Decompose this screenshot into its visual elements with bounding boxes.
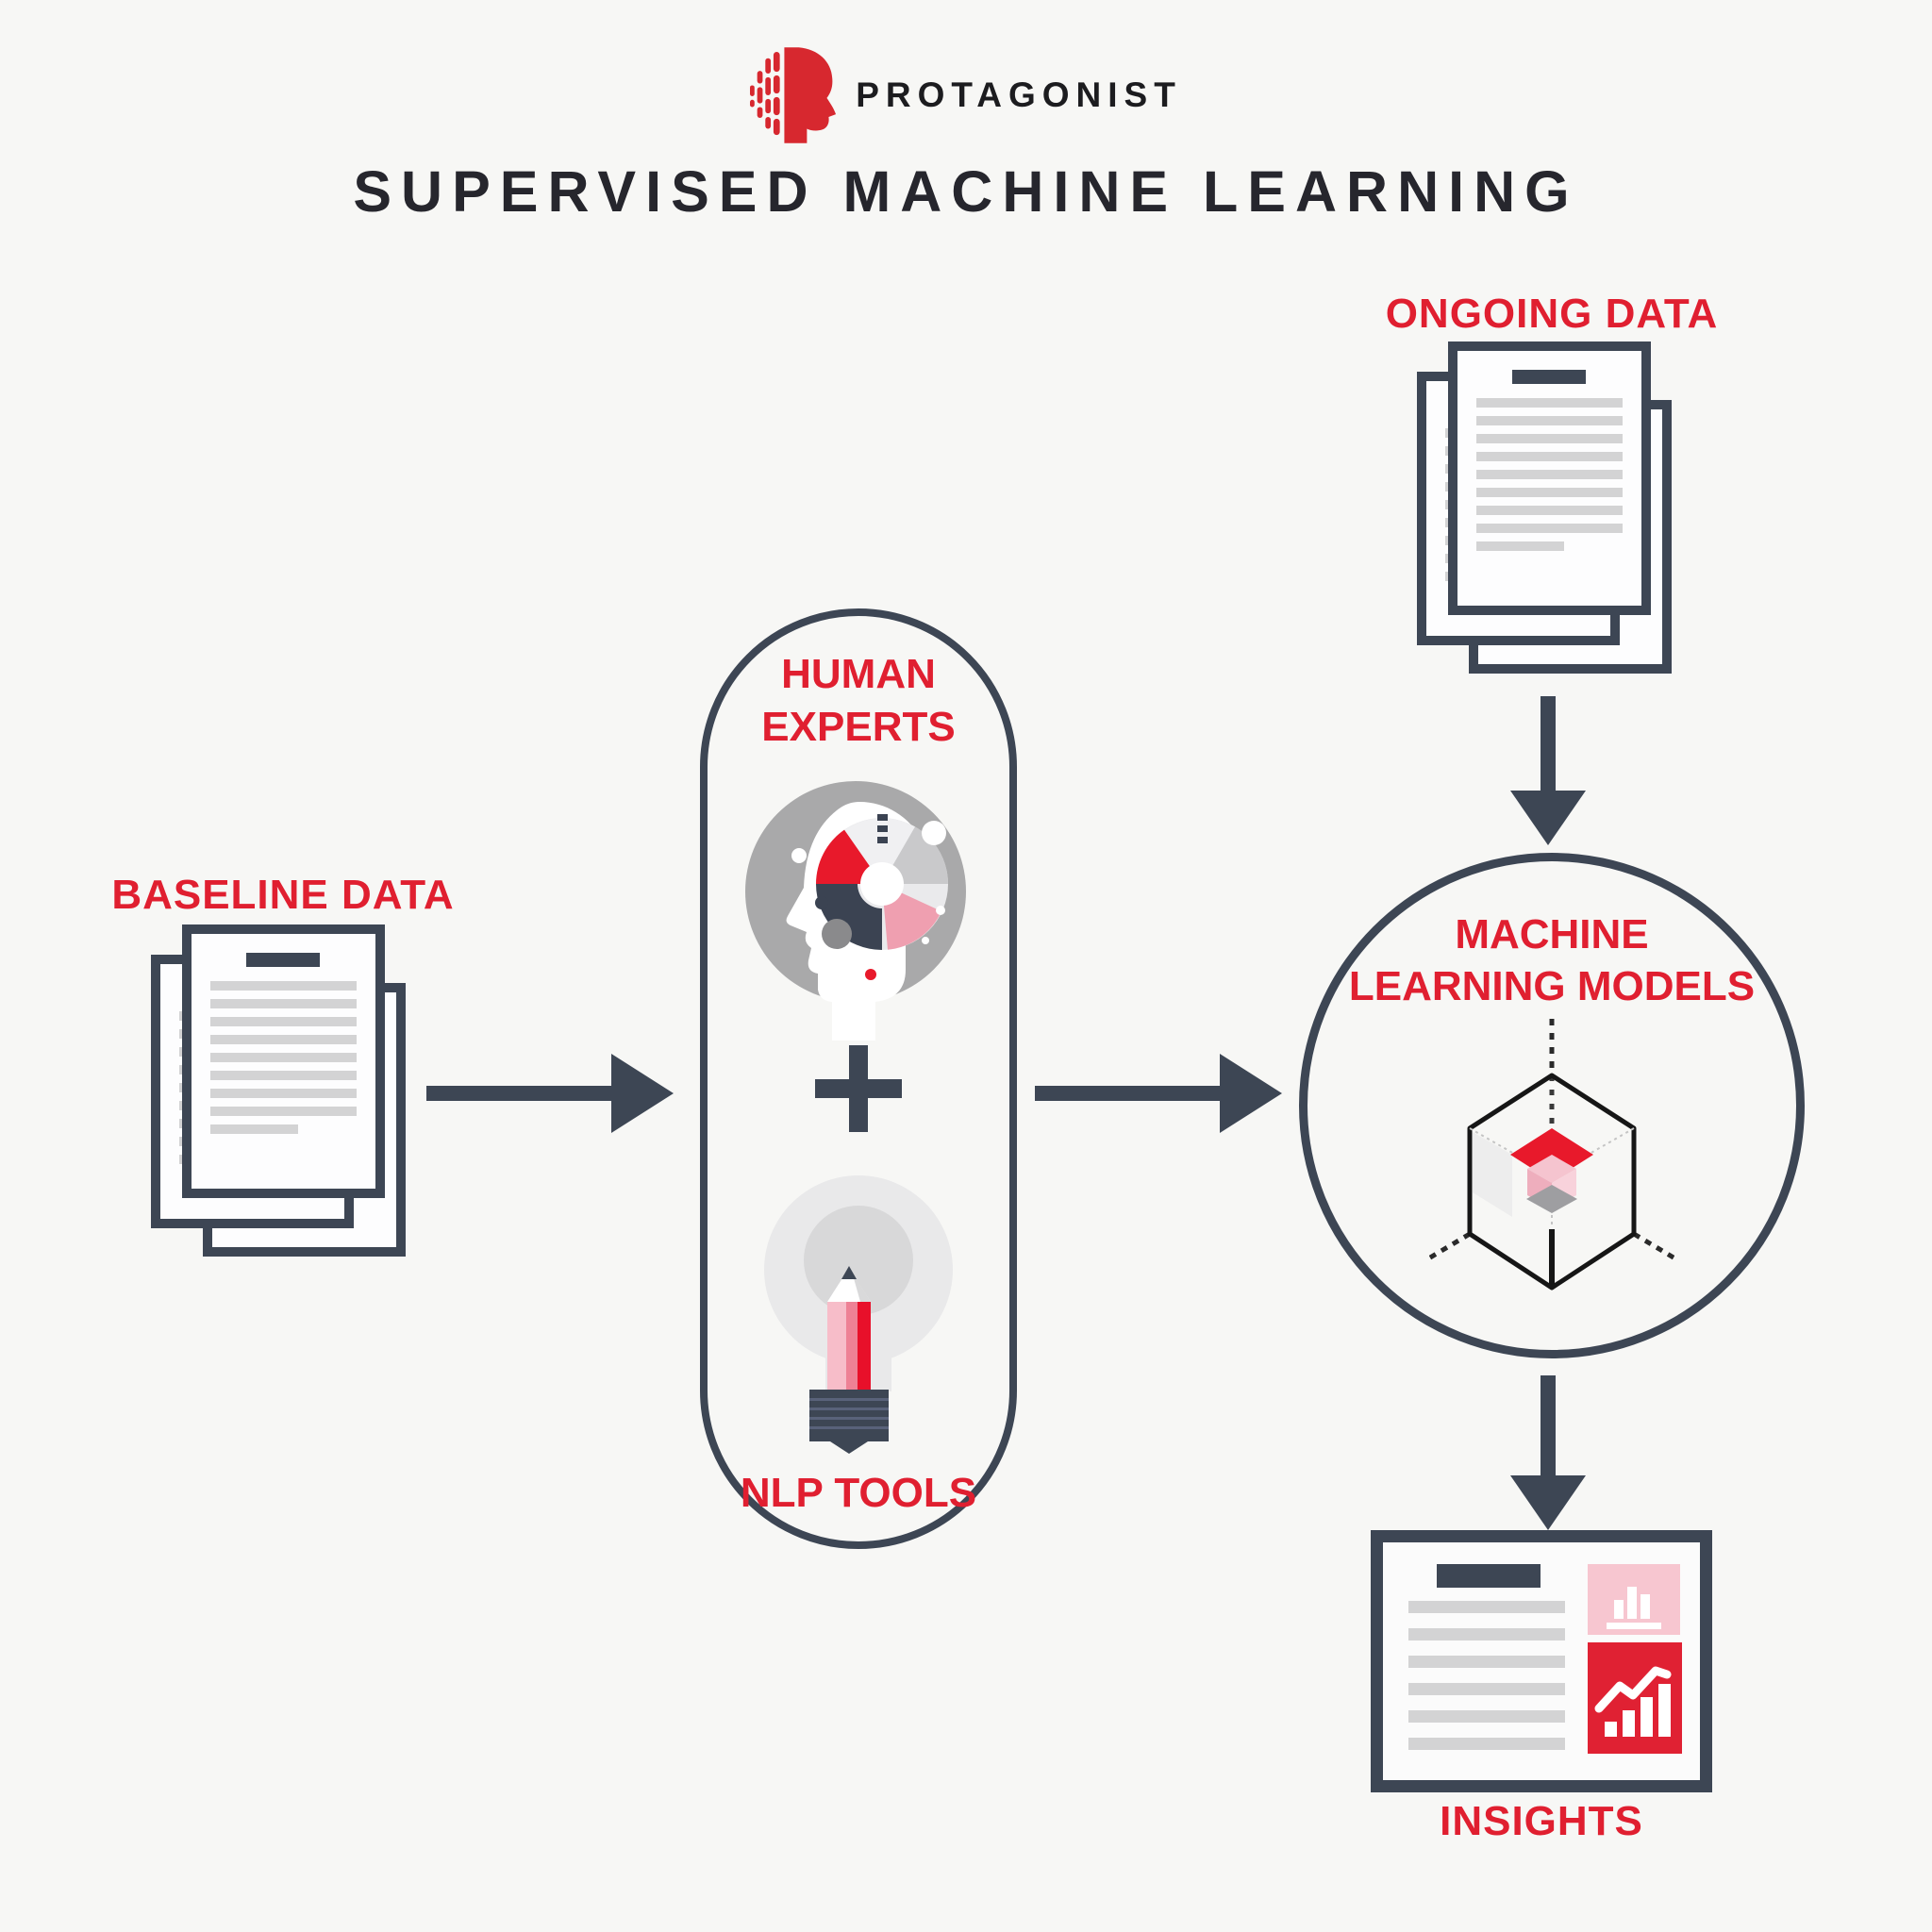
report-text-lines [1408,1601,1565,1765]
placeholder-text-line [1408,1738,1565,1750]
insights-label: INSIGHTS [1440,1798,1643,1844]
document-page [1448,341,1651,615]
placeholder-text-line [1408,1656,1565,1668]
placeholder-text-line [1408,1710,1565,1723]
report-title-bar [1437,1564,1541,1588]
placeholder-text-line [1408,1628,1565,1641]
placeholder-text-line [1408,1683,1565,1695]
trend-chart-icon [1588,1642,1682,1754]
placeholder-text-line [210,1071,357,1080]
protagonist-head-logo-icon [750,47,837,143]
document-page [182,924,385,1198]
placeholder-text-line [1476,470,1623,479]
placeholder-text-line [1476,434,1623,443]
human-experts-label-line2: EXPERTS [761,704,956,751]
ongoing-data-label: ONGOING DATA [1385,291,1719,337]
human-experts-label-line1: HUMAN [781,651,936,697]
machine-learning-models-node: MACHINE LEARNING MODELS [1299,853,1805,1358]
baseline-data-documents-icon [151,924,406,1262]
placeholder-text-line [1476,416,1623,425]
plus-icon [815,1045,902,1132]
placeholder-text-line [1476,398,1623,408]
placeholder-text-line [210,1107,357,1116]
placeholder-text-line [210,981,357,991]
lightbulb-pencil-icon [764,1175,953,1454]
placeholder-text-line [210,1035,357,1044]
experts-capsule: HUMAN EXPERTS [700,608,1017,1549]
ml-label-line1: MACHINE [1455,911,1649,958]
arrow-down-icon [1510,696,1586,847]
ongoing-data-documents-icon [1417,341,1672,679]
arrow-down-icon [1510,1375,1586,1532]
placeholder-text-line [1476,488,1623,497]
placeholder-text-line [210,1017,357,1026]
logo: PROTAGONIST [0,45,1932,145]
placeholder-text-line [1476,541,1564,551]
baseline-data-label: BASELINE DATA [111,872,455,918]
placeholder-text-line [210,999,357,1008]
page-title: SUPERVISED MACHINE LEARNING [353,159,1579,224]
placeholder-text-line [1476,506,1623,515]
placeholder-text-line [1476,524,1623,533]
arrow-right-icon [426,1054,674,1133]
placeholder-text-line [210,1089,357,1098]
nlp-tools-label: NLP TOOLS [740,1470,977,1516]
document-title-bar [246,953,320,967]
machine-learning-models-label: MACHINE LEARNING MODELS [1307,908,1796,1012]
head-with-pie-chart-icon [745,781,966,1041]
logo-wordmark: PROTAGONIST [856,75,1182,114]
insights-report-icon [1371,1530,1712,1792]
placeholder-text-line [1476,452,1623,461]
document-title-bar [1512,370,1586,384]
placeholder-text-line [210,1053,357,1062]
ml-label-line2: LEARNING MODELS [1348,963,1756,1009]
3d-cube-icon [1429,1019,1674,1291]
placeholder-text-line [1408,1601,1565,1613]
placeholder-text-line [210,1124,298,1134]
human-experts-label: HUMAN EXPERTS [708,648,1009,755]
bar-chart-icon [1588,1564,1680,1635]
arrow-right-icon [1035,1054,1282,1133]
